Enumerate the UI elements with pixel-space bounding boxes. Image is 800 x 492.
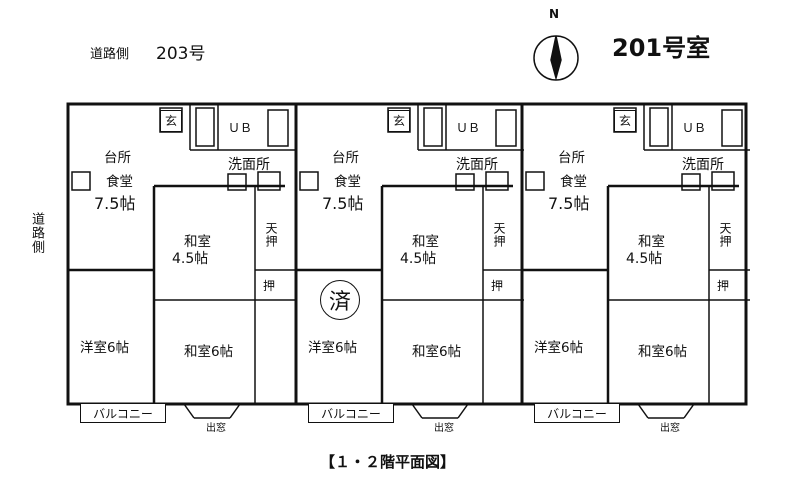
fixture-outline bbox=[525, 171, 545, 191]
fixture-outline bbox=[681, 173, 701, 191]
wall-line bbox=[229, 403, 241, 419]
wall-line bbox=[457, 403, 469, 419]
wall-line bbox=[683, 403, 695, 419]
bath-label: ＵＢ bbox=[456, 121, 481, 135]
wall-line bbox=[637, 403, 649, 419]
fixture-outline bbox=[711, 171, 735, 191]
fixture-outline bbox=[71, 171, 91, 191]
fixture-outline bbox=[267, 109, 289, 147]
closet-lower-label: 押 bbox=[491, 279, 504, 293]
western-room-label: 洋室6帖 bbox=[80, 340, 130, 356]
plan-caption: 【１・２階平面図】 bbox=[320, 453, 456, 471]
bath-label: ＵＢ bbox=[682, 121, 707, 135]
bay-window-label: 出窓 bbox=[660, 423, 680, 434]
kitchen-label: 台所 bbox=[558, 150, 585, 166]
tatami-small-label: 和室 bbox=[638, 234, 665, 250]
fixture-outline bbox=[649, 107, 669, 147]
dining-label: 食堂 bbox=[334, 174, 361, 190]
road-side-label-left: 道路側 bbox=[29, 212, 44, 254]
dining-label: 食堂 bbox=[106, 174, 133, 190]
fixture-outline bbox=[227, 173, 247, 191]
balcony-label: バルコニー bbox=[308, 404, 394, 423]
fixture-outline bbox=[485, 171, 509, 191]
closet-upper-label: 天押 bbox=[718, 222, 732, 248]
fixture-outline bbox=[299, 171, 319, 191]
closet-upper-label: 天押 bbox=[492, 222, 506, 248]
compass bbox=[533, 35, 579, 81]
fixture-outline bbox=[721, 109, 743, 147]
closet-lower-label: 押 bbox=[263, 279, 276, 293]
status-mark: 済 bbox=[320, 280, 360, 320]
kitchen-size: 7.5帖 bbox=[94, 194, 136, 213]
fixture-outline bbox=[257, 171, 281, 191]
bay-window-label: 出窓 bbox=[434, 423, 454, 434]
balcony-label: バルコニー bbox=[80, 404, 166, 423]
kitchen-size: 7.5帖 bbox=[322, 194, 364, 213]
western-room-label: 洋室6帖 bbox=[534, 340, 584, 356]
road-side-label-top: 道路側 bbox=[90, 47, 130, 62]
balcony-label: バルコニー bbox=[534, 404, 620, 423]
fixture-outline bbox=[495, 109, 517, 147]
entrance-label: 玄 bbox=[614, 110, 636, 132]
washroom-label: 洗面所 bbox=[228, 157, 270, 173]
kitchen-size: 7.5帖 bbox=[548, 194, 590, 213]
kitchen-label: 台所 bbox=[332, 150, 359, 166]
washroom-label: 洗面所 bbox=[456, 157, 498, 173]
dining-label: 食堂 bbox=[560, 174, 587, 190]
washroom-label: 洗面所 bbox=[682, 157, 724, 173]
entrance-label: 玄 bbox=[388, 110, 410, 132]
western-room-label: 洋室6帖 bbox=[308, 340, 358, 356]
wall-line bbox=[411, 403, 423, 419]
tatami-large-label: 和室6帖 bbox=[638, 344, 688, 360]
closet-lower-label: 押 bbox=[717, 279, 730, 293]
tatami-small-label: 和室 bbox=[184, 234, 211, 250]
fixture-outline bbox=[455, 173, 475, 191]
entrance-label: 玄 bbox=[160, 110, 182, 132]
closet-upper-label: 天押 bbox=[264, 222, 278, 248]
fixture-outline bbox=[195, 107, 215, 147]
unit-203-label: 203号 bbox=[156, 44, 206, 64]
tatami-small-size: 4.5帖 bbox=[172, 251, 209, 267]
north-label: N bbox=[549, 7, 560, 21]
kitchen-label: 台所 bbox=[104, 150, 131, 166]
bath-label: ＵＢ bbox=[228, 121, 253, 135]
bay-window-label: 出窓 bbox=[206, 423, 226, 434]
tatami-small-label: 和室 bbox=[412, 234, 439, 250]
tatami-small-size: 4.5帖 bbox=[626, 251, 663, 267]
tatami-large-label: 和室6帖 bbox=[184, 344, 234, 360]
fixture-outline bbox=[423, 107, 443, 147]
wall-line bbox=[183, 403, 195, 419]
unit-201-label: 201号室 bbox=[612, 34, 711, 62]
tatami-small-size: 4.5帖 bbox=[400, 251, 437, 267]
tatami-large-label: 和室6帖 bbox=[412, 344, 462, 360]
